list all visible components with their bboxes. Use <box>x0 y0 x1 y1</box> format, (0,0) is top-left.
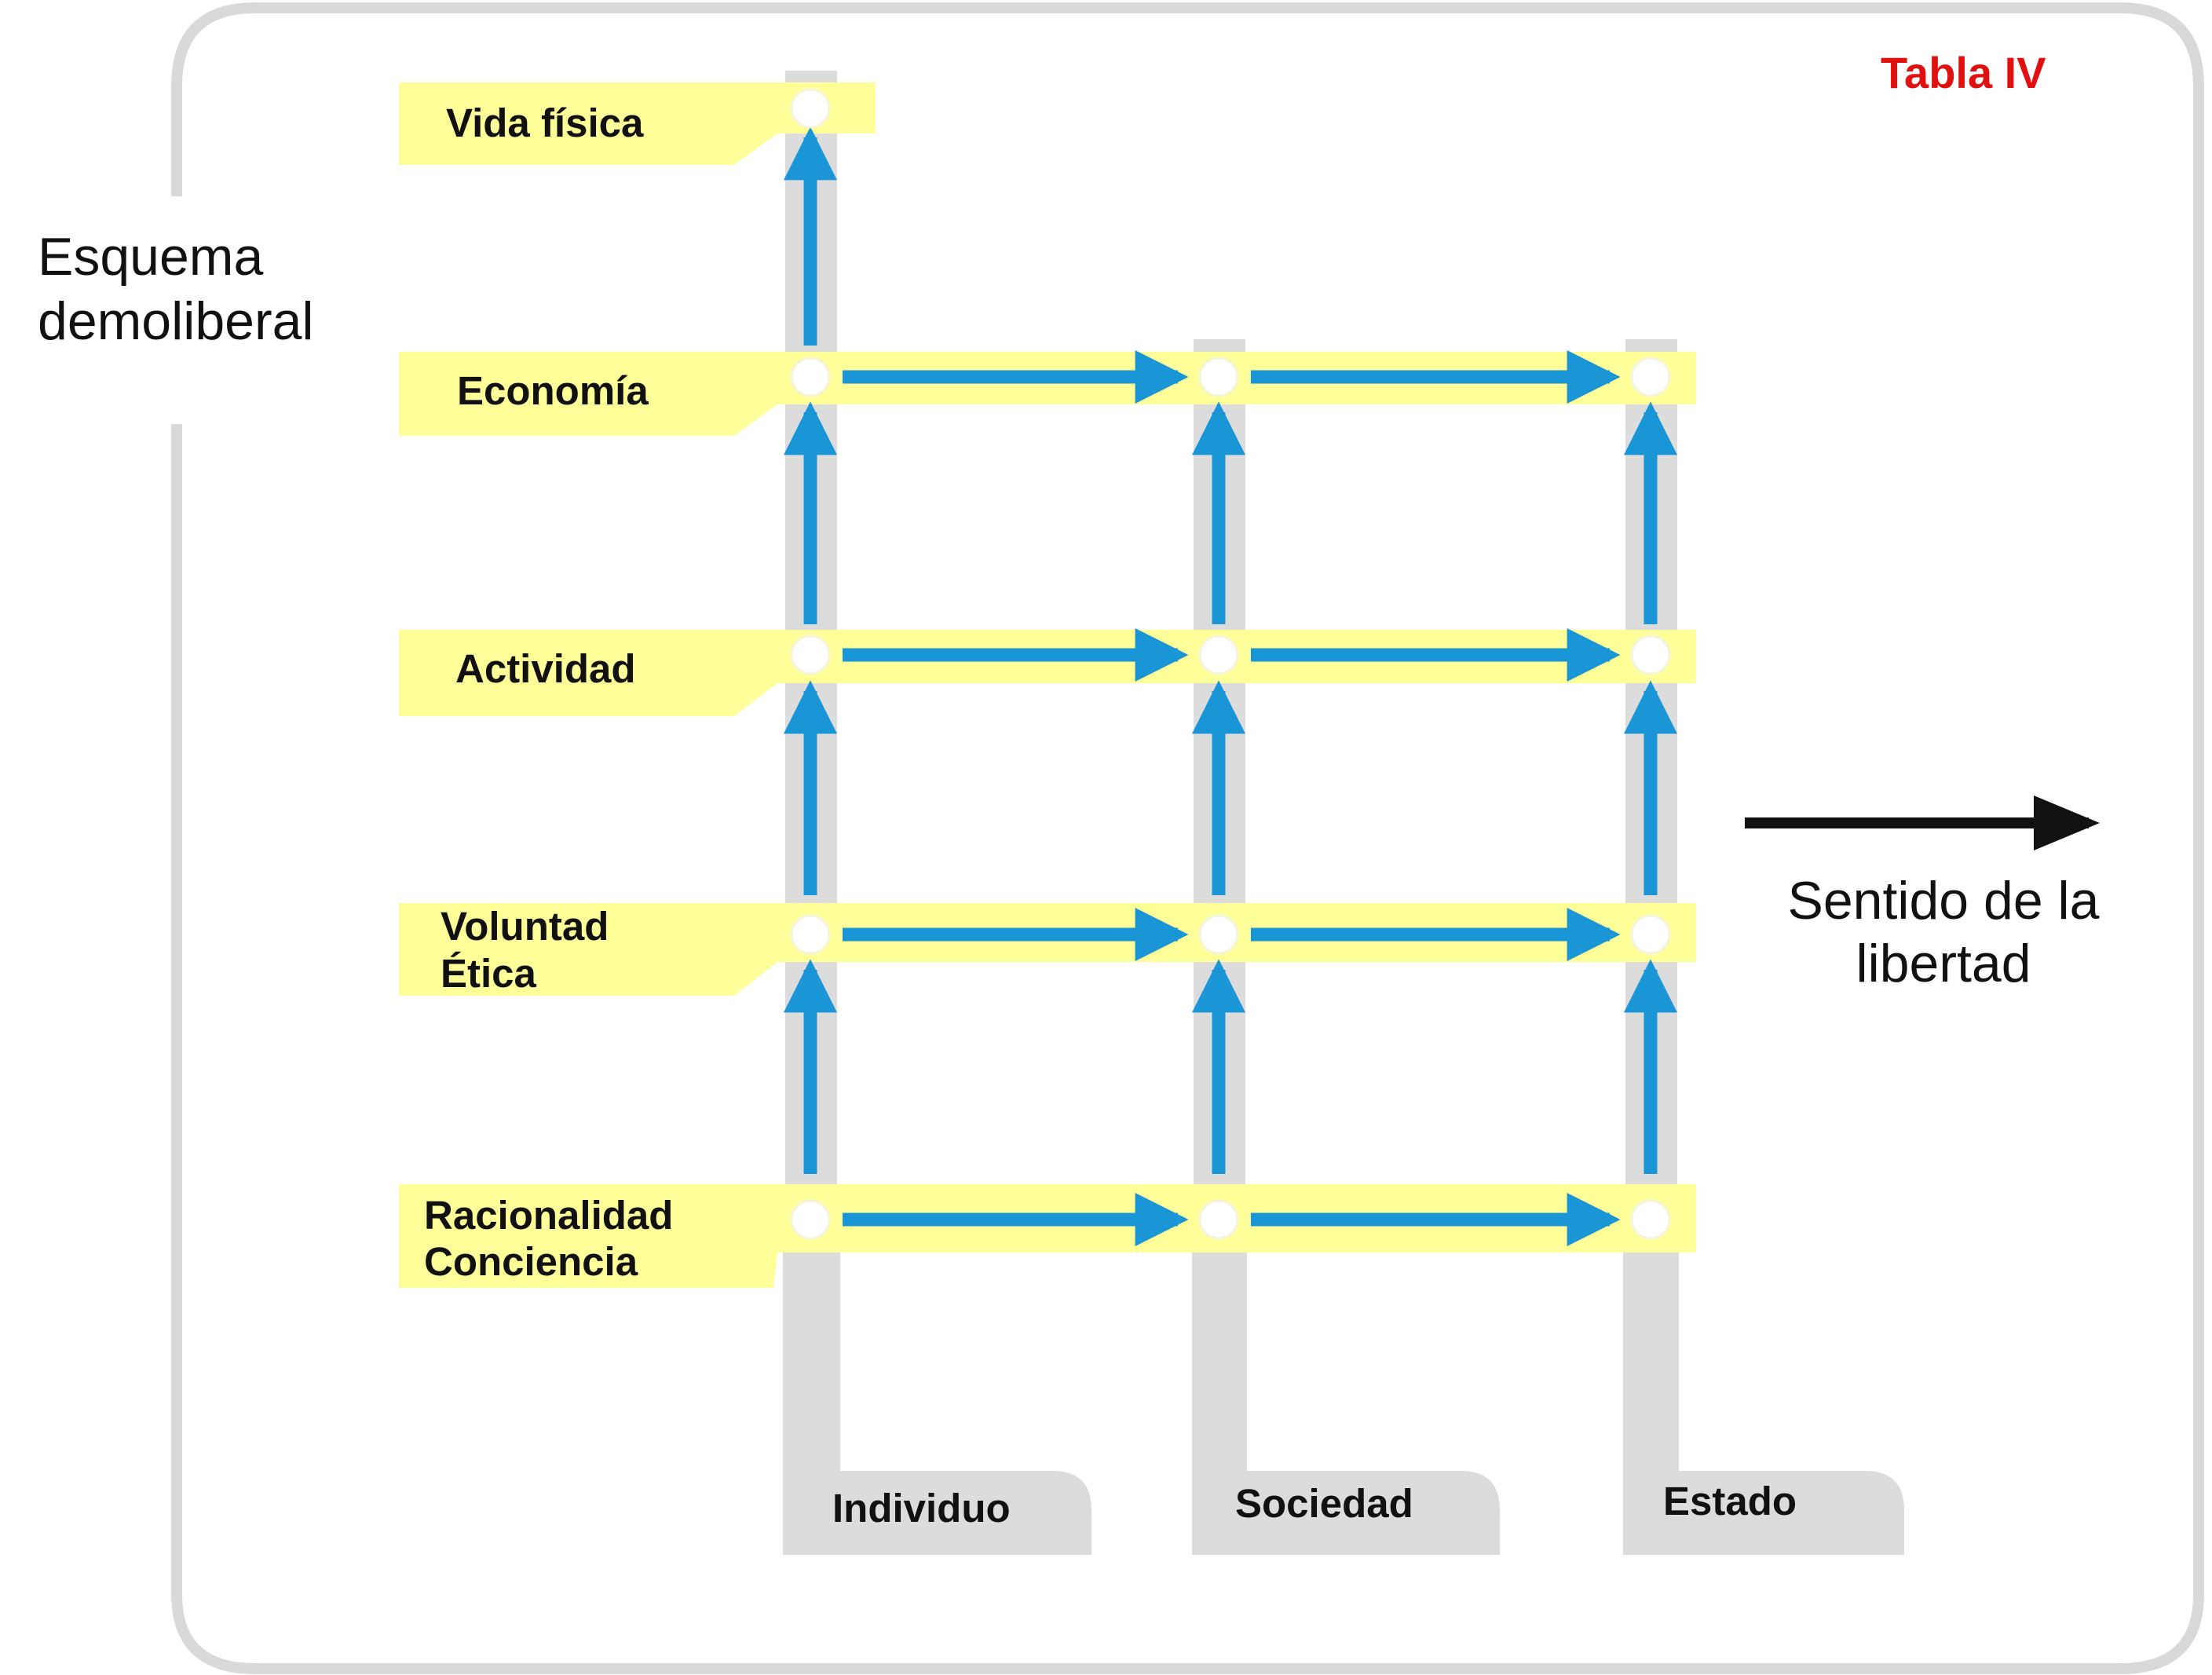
outer-frame <box>171 2 2204 1674</box>
direction-label-line1: Sentido de la <box>1788 871 2100 931</box>
horizontal-arrows <box>843 350 1621 1246</box>
column-base-individuo <box>783 1249 1091 1555</box>
column-base-sociedad <box>1192 1249 1500 1555</box>
direction-label-line2: libertad <box>1856 934 2031 993</box>
column-base-estado <box>1623 1249 1904 1555</box>
level-label-vida: Vida física <box>446 101 644 145</box>
node-estado-voluntad <box>1630 914 1671 955</box>
level-label-racionalidad-line2: Conciencia <box>424 1239 638 1284</box>
node-sociedad-voluntad <box>1198 914 1239 955</box>
title-line1: Esquema <box>38 227 263 287</box>
node-sociedad-actividad <box>1198 635 1239 675</box>
title-line2: demoliberal <box>38 291 314 351</box>
band-voluntad <box>399 903 1696 996</box>
level-label-economia: Economía <box>457 368 649 413</box>
node-individuo-voluntad <box>790 914 831 955</box>
vertical-arrows <box>784 126 1677 1174</box>
level-label-actividad: Actividad <box>455 646 636 691</box>
node-estado-economia <box>1630 357 1671 397</box>
node-individuo-vida <box>790 88 831 129</box>
node-individuo-actividad <box>790 635 831 675</box>
level-label-voluntad-line2: Ética <box>441 951 537 996</box>
node-estado-actividad <box>1630 635 1671 675</box>
column-label-sociedad: Sociedad <box>1235 1481 1413 1526</box>
node-sociedad-economia <box>1198 357 1239 397</box>
band-vida <box>399 82 876 165</box>
node-individuo-racionalidad <box>790 1199 831 1240</box>
band-racionalidad <box>399 1184 1696 1288</box>
node-estado-racionalidad <box>1630 1199 1671 1240</box>
table-tag: Tabla IV <box>1881 48 2046 97</box>
nodes <box>790 88 1671 1240</box>
column-label-individuo: Individuo <box>832 1486 1011 1531</box>
node-sociedad-racionalidad <box>1198 1199 1239 1240</box>
node-individuo-economia <box>790 357 831 397</box>
column-label-estado: Estado <box>1663 1479 1797 1523</box>
level-label-voluntad-line1: Voluntad <box>441 904 609 949</box>
level-label-racionalidad-line1: Racionalidad <box>424 1193 673 1238</box>
